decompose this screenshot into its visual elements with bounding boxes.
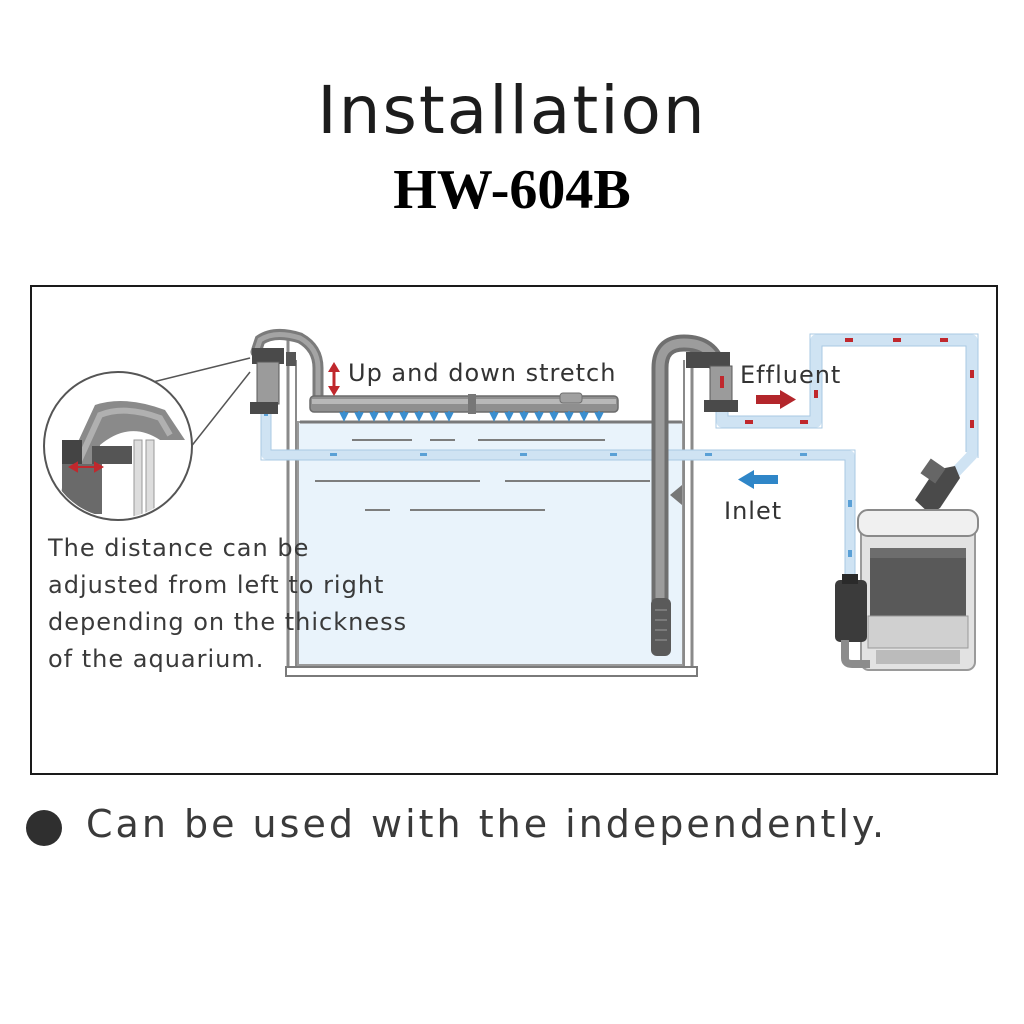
effluent-label: Effluent	[740, 361, 842, 389]
effluent-arrow-icon	[756, 390, 796, 409]
bullet-text: Can be used with the independently.	[86, 802, 888, 846]
stretch-label: Up and down stretch	[348, 359, 617, 387]
spray-drops	[339, 411, 604, 422]
note-line: depending on the thickness	[48, 608, 408, 636]
canister-filter	[835, 458, 979, 671]
effluent-tube	[716, 334, 978, 482]
spray-bar	[250, 329, 619, 422]
note-line: adjusted from left to right	[48, 571, 385, 599]
note-line: The distance can be	[48, 534, 310, 562]
inlet-label: Inlet	[724, 497, 783, 525]
aquarium-tank	[285, 340, 698, 677]
inlet-arrow-icon	[738, 470, 778, 489]
diagram-frame	[30, 285, 998, 775]
right-clamp	[686, 352, 738, 412]
model-label: HW-604B	[393, 159, 631, 221]
title: Installation	[317, 72, 707, 149]
magnified-detail	[43, 357, 251, 521]
effluent-tube-outline	[715, 333, 979, 458]
left-clamp	[250, 348, 296, 414]
effluent-flow-marks	[745, 338, 974, 428]
up-down-arrow-icon	[328, 362, 340, 396]
bullet-dot-icon	[26, 810, 62, 846]
note-line: of the aquarium.	[48, 645, 265, 673]
adjustment-note: The distance can be adjusted from left t…	[48, 530, 407, 678]
